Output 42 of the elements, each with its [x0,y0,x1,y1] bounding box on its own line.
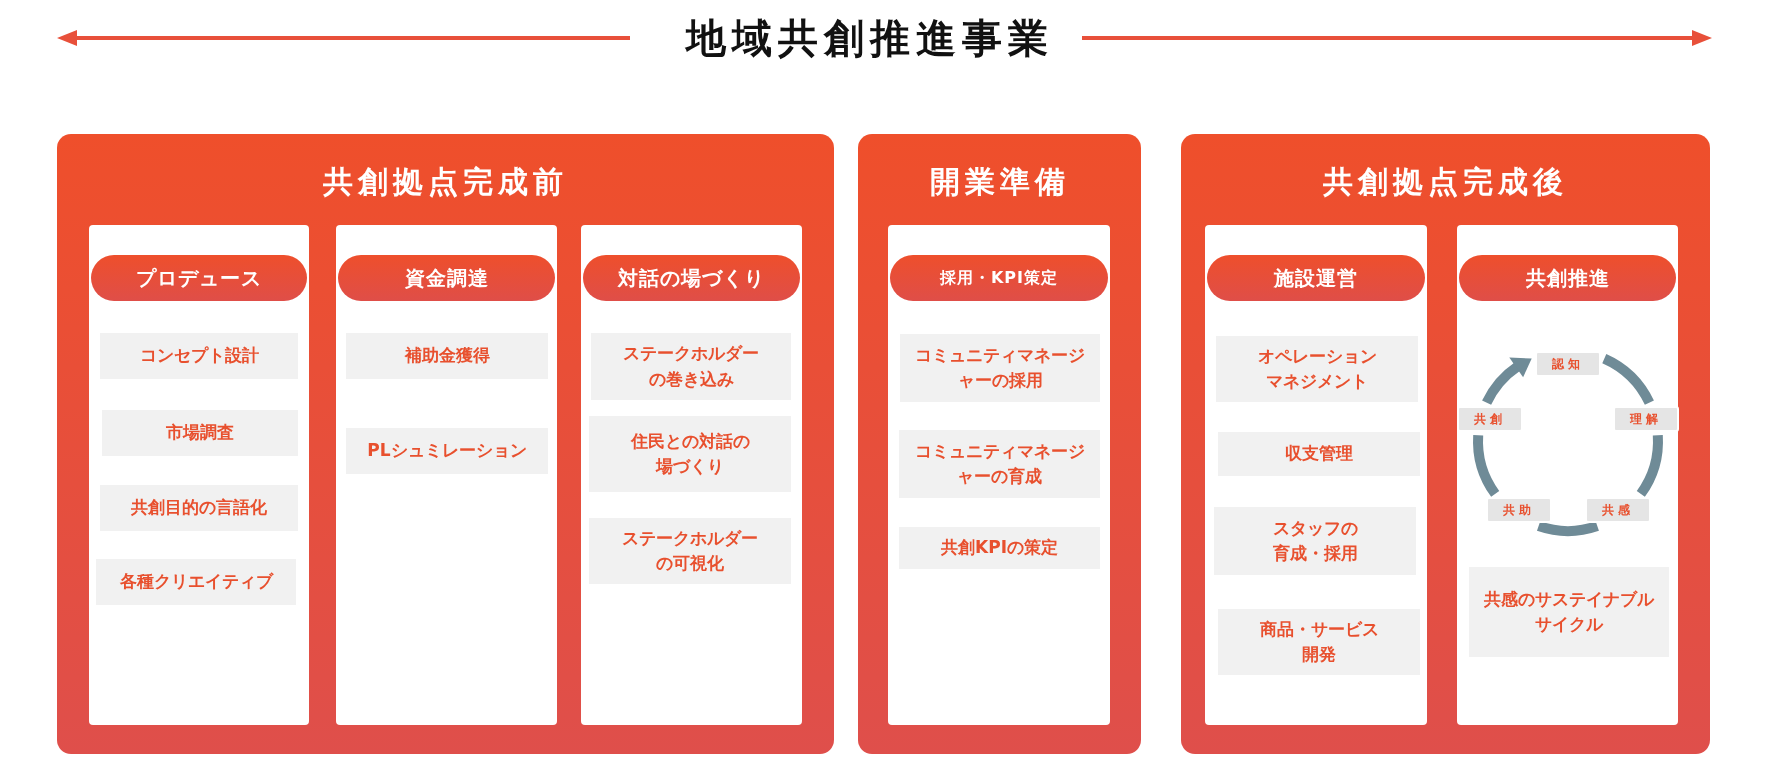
phase-panel [57,134,834,754]
cycle-step-label: 共感 [1585,497,1651,523]
task-box: コンセプト設計 [100,333,298,379]
task-box: 商品・サービス開発 [1218,609,1420,675]
task-box: 市場調査 [102,410,298,456]
heading-pill: 施設運営 [1207,255,1425,301]
heading-pill: 資金調達 [338,255,555,301]
heading-pill: 対話の場づくり [583,255,800,301]
cycle-step-label: 共助 [1486,497,1552,523]
task-box: 共創KPIの策定 [899,527,1100,569]
column-card [1205,225,1427,725]
cycle-arrow [1482,357,1532,406]
task-box: コミュニティマネージャーの育成 [899,430,1100,498]
cycle-step-label: 共創 [1457,406,1523,432]
cycle-caption-box: 共感のサステイナブルサイクル [1469,567,1669,657]
task-box: PLシュミレーション [346,428,548,474]
heading-pill: 採用・KPI策定 [890,255,1108,301]
phase-panel [1181,134,1710,754]
task-box: ステークホルダーの可視化 [589,518,791,584]
task-box: 収支管理 [1218,432,1420,476]
phase-panel [858,134,1141,754]
column-card [336,225,557,725]
column-card [581,225,802,725]
task-box: 補助金獲得 [346,333,548,379]
column-card [89,225,309,725]
task-box: オペレーションマネジメント [1216,336,1418,402]
task-box: 共創目的の言語化 [100,485,298,531]
task-box: 住民との対話の場づくり [589,416,791,492]
task-box: ステークホルダーの巻き込み [591,333,791,400]
cycle-step-label: 理解 [1613,406,1679,432]
task-box: コミュニティマネージャーの採用 [900,334,1100,402]
panel-heading: 開業準備 [928,163,1071,201]
heading-pill: 共創推進 [1459,255,1676,301]
panel-heading: 共創拠点完成後 [1322,163,1569,201]
heading-pill: プロデュース [91,255,307,301]
column-card [888,225,1110,725]
task-box: スタッフの育成・採用 [1214,507,1416,575]
column-card [1457,225,1678,725]
panel-heading: 共創拠点完成前 [322,163,569,201]
cycle-step-label: 認知 [1535,351,1601,377]
title: 地域共創推進事業 [684,13,1055,63]
task-box: 各種クリエイティブ [96,559,296,605]
